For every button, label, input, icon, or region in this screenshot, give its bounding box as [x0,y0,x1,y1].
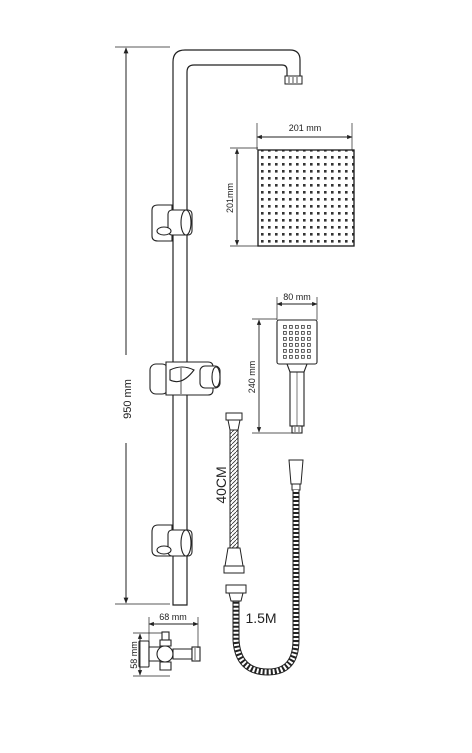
head-width-label: 201 mm [289,123,322,133]
hand-width-label: 80 mm [283,292,311,302]
arm-nozzle [284,75,303,85]
rail-height-label: 950 mm [122,379,134,419]
hand-width-dimension: 80 mm [276,292,318,320]
short-hose-label: 40CM [213,466,229,503]
long-hose [225,459,304,676]
hand-height-label: 240 mm [247,361,257,394]
hand-height-dimension: 240 mm [247,318,292,434]
shower-rail [172,49,301,606]
diverter-width-dimension: 68 mm [148,612,199,648]
rail-height-dimension: 950 mm [115,46,170,605]
upper-wall-bracket [151,204,193,242]
hand-shower-slider [149,361,221,396]
long-hose-label: 1.5M [245,610,276,626]
diverter-valve [138,631,201,671]
diverter-height-label: 58 mm [129,641,139,669]
head-height-label: 201mm [225,183,235,213]
diverter-width-label: 68 mm [159,612,187,622]
lower-wall-bracket [151,524,193,557]
short-hose [223,412,245,574]
head-shower [257,149,355,247]
hand-shower [276,319,318,434]
head-height-dimension: 201mm [225,147,258,247]
diverter-height-dimension: 58 mm [129,632,170,677]
head-width-dimension: 201 mm [256,123,353,150]
